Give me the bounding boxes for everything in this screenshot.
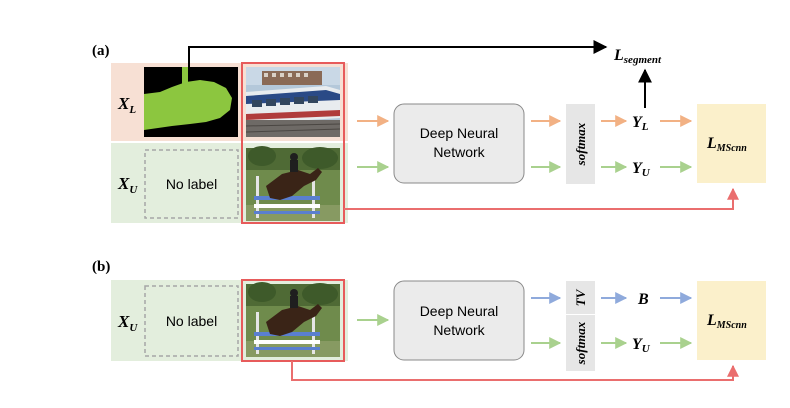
panel-a: (a) XL [92, 40, 766, 224]
network-label-line2: Network [433, 144, 485, 160]
panel-a-label: (a) [92, 43, 110, 59]
arrow-mask-to-segment-loss [188, 40, 608, 67]
panel-b-arrow-image-to-mscnn-loss [291, 361, 739, 381]
softmax-box [566, 104, 595, 184]
panel-b-loss-mscnn-box [697, 281, 766, 360]
panel-b-horse-jump-photo [246, 282, 340, 357]
loss-mscnn-label: LMScnn [706, 135, 747, 154]
x-l-label: XL [117, 94, 136, 116]
panel-b-network-label-line2: Network [433, 322, 485, 338]
panel-b-network-label-line1: Deep Neural [420, 303, 499, 319]
tv-label: TV [573, 288, 588, 306]
y-u-label: YU [632, 160, 651, 179]
tv-box [566, 281, 595, 314]
loss-mscnn-box [697, 104, 766, 183]
panel-b-label: (b) [92, 259, 110, 275]
b-output-label: B [637, 291, 649, 308]
no-label-box [144, 149, 239, 219]
deep-neural-network-box [393, 103, 525, 184]
panel-b-loss-mscnn-label: LMScnn [706, 312, 747, 331]
softmax-label: softmax [573, 122, 588, 166]
arrow-image-to-mscnn-loss [344, 187, 739, 210]
panel-b-no-label-text: No label [166, 313, 217, 329]
panel-b-softmax-box [566, 315, 595, 371]
panel-b-no-label-box [144, 285, 239, 357]
no-label-text: No label [166, 176, 217, 192]
panel-b-deep-neural-network-box [393, 280, 525, 361]
panel-b-softmax-label: softmax [573, 321, 588, 365]
network-label-line1: Deep Neural [420, 125, 499, 141]
x-u-label: XU [117, 174, 138, 196]
panel-b: (b) XU No label [92, 259, 766, 381]
loss-segment-label: Lsegment [613, 47, 662, 66]
train-photo [245, 67, 341, 137]
panel-b-x-u-label: XU [117, 312, 138, 334]
panel-b-y-u-label: YU [632, 336, 651, 355]
segmentation-mask-image [144, 67, 238, 137]
horse-jump-photo [246, 146, 340, 221]
image-highlight-frame [241, 62, 345, 224]
y-l-label: YL [632, 114, 649, 133]
